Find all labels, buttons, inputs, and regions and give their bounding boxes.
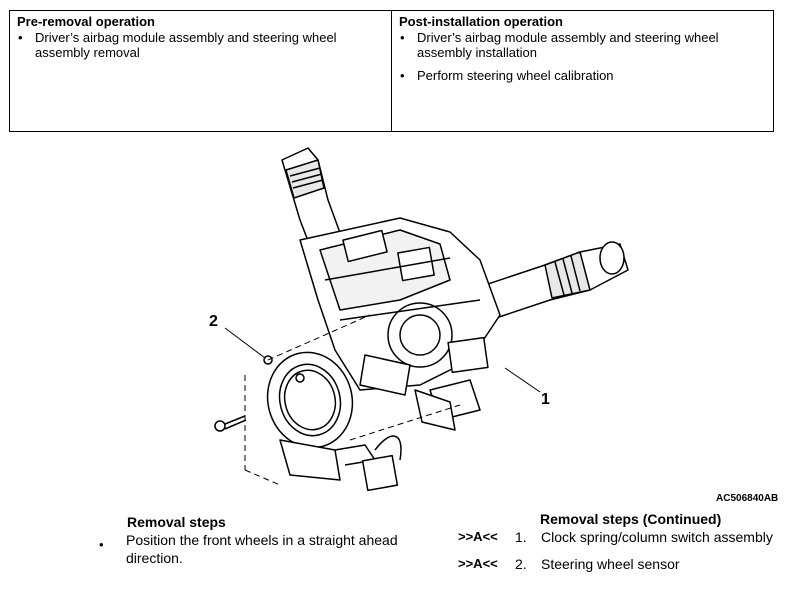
post-installation-cell: Post-installation operation Driver’s air… bbox=[391, 11, 773, 131]
operation-table: Pre-removal operation Driver’s airbag mo… bbox=[9, 10, 774, 132]
removal-step-text: Position the front wheels in a straight … bbox=[126, 532, 398, 566]
pre-removal-heading: Pre-removal operation bbox=[17, 14, 155, 29]
column-switch-body bbox=[299, 217, 501, 431]
callout-2-label: 2 bbox=[209, 313, 218, 330]
callout-2-leader bbox=[224, 327, 266, 359]
removal-step-bullet: • bbox=[99, 537, 104, 552]
pre-removal-item: Driver’s airbag module assembly and stee… bbox=[17, 30, 391, 60]
pre-removal-list: Driver’s airbag module assembly and stee… bbox=[17, 30, 391, 60]
step-1-number: 1. bbox=[515, 529, 527, 545]
step-1-text: Clock spring/column switch assembly bbox=[541, 529, 773, 545]
callout-1-leader bbox=[504, 367, 541, 393]
step-2-marker: >>A<< bbox=[458, 556, 498, 571]
removal-steps-heading: Removal steps bbox=[127, 514, 226, 530]
removal-steps-continued-heading: Removal steps (Continued) bbox=[540, 511, 722, 527]
mounting-screw bbox=[214, 415, 247, 432]
step-2-text: Steering wheel sensor bbox=[541, 556, 680, 572]
steering-column-switch-illustration bbox=[214, 147, 629, 492]
post-installation-item: Driver’s airbag module assembly and stee… bbox=[399, 30, 773, 60]
pre-removal-cell: Pre-removal operation Driver’s airbag mo… bbox=[10, 11, 391, 131]
right-stalk-lever bbox=[469, 241, 629, 321]
step-2-number: 2. bbox=[515, 556, 527, 572]
callout-1-label: 1 bbox=[541, 391, 550, 408]
steering-wheel-sensor-ring bbox=[263, 351, 402, 492]
figure-code: AC506840AB bbox=[716, 493, 779, 504]
post-installation-list: Driver’s airbag module assembly and stee… bbox=[399, 30, 773, 83]
alignment-lines bbox=[244, 314, 461, 486]
step-1-marker: >>A<< bbox=[458, 529, 498, 544]
post-installation-item: Perform steering wheel calibration bbox=[399, 68, 773, 83]
post-installation-heading: Post-installation operation bbox=[399, 14, 563, 29]
